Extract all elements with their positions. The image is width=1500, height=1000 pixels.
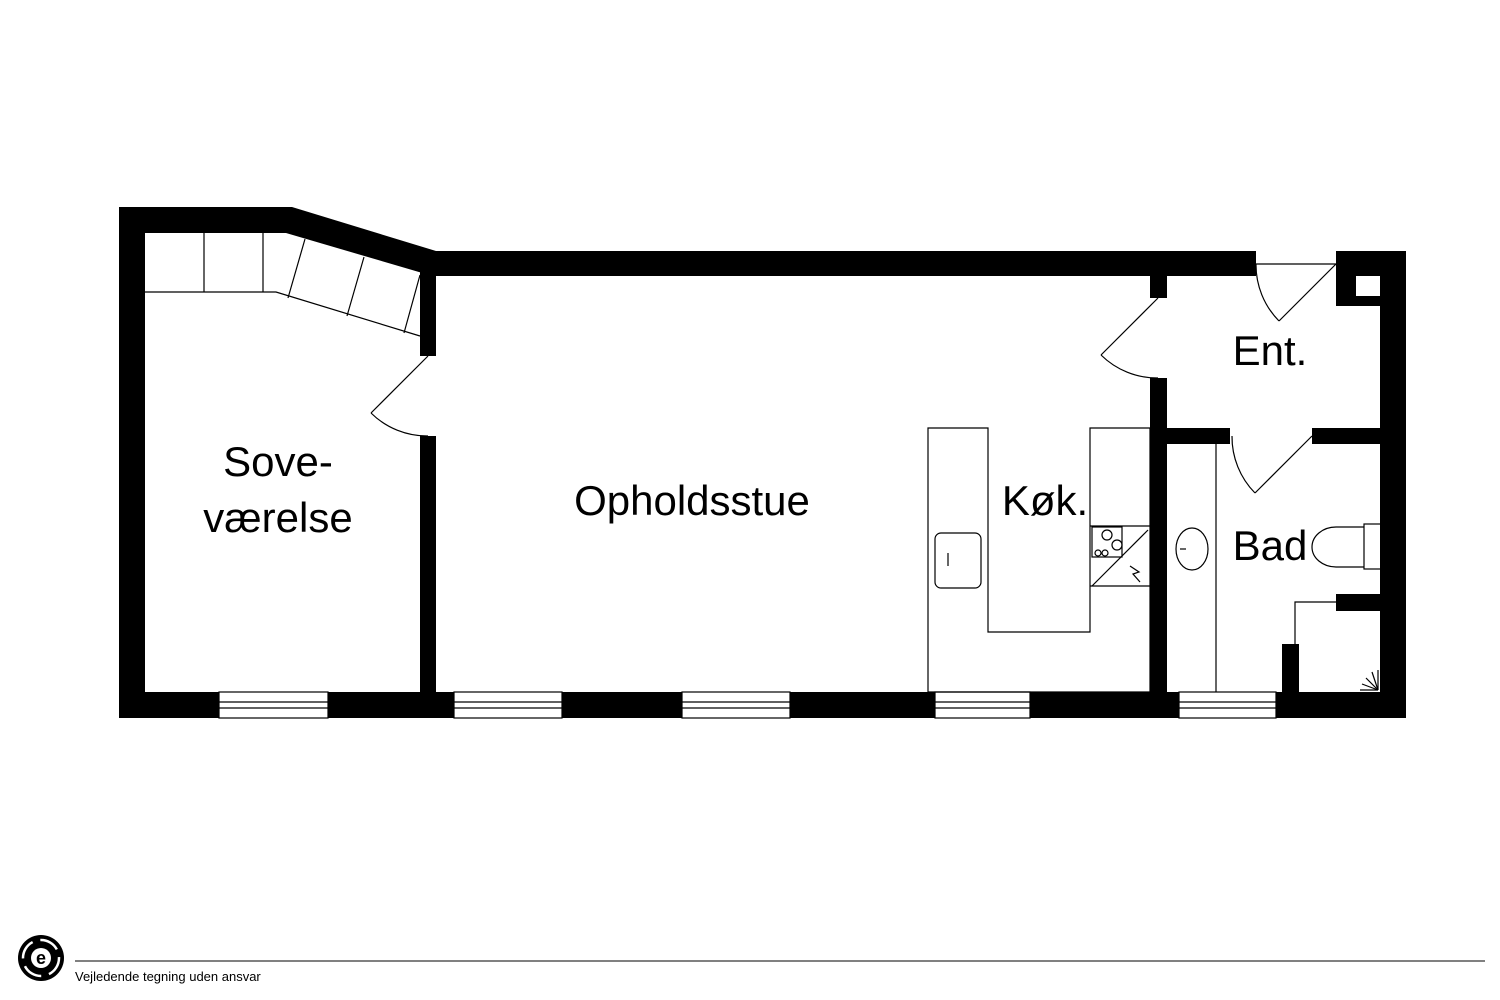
kitchen-counters [927,427,1151,693]
room-label-bedroom-line2: værelse [203,494,352,541]
bottom-wall-seg4 [790,692,935,718]
partition-bedroom-upper [420,251,436,356]
door-bedroom [370,355,429,437]
bath-sink [1175,527,1209,571]
outer-wall-top-slope [286,207,436,277]
partition-entrance-lower [1150,378,1167,706]
partition-bath-left [1150,428,1230,444]
outer-wall-right [1380,251,1406,718]
bottom-wall-seg3 [562,692,682,718]
bath-fixtures [1175,444,1382,692]
window-living-2 [681,691,791,719]
stove [1091,526,1149,587]
wardrobe [145,233,421,337]
kitchen-counter [927,427,1151,693]
partition-entrance-upper [1150,276,1167,298]
company-logo: e [18,935,64,981]
room-label-bath: Bad [1233,522,1308,569]
footer-disclaimer: Vejledende tegning uden ansvar [75,969,261,984]
outer-wall-top-left [119,207,292,233]
shower-wall-left [1282,644,1299,706]
outer-wall-left [119,207,145,718]
shower-drain [1360,670,1379,691]
window-living-1 [453,691,563,719]
duct-wall-left [1336,251,1356,306]
room-label-bedroom-line1: Sove- [223,438,333,485]
partition-bath-right [1312,428,1396,444]
bottom-wall-seg1 [119,692,219,718]
room-label-living: Opholdsstue [574,477,810,524]
logo-letter: e [36,948,46,968]
window-bath [1178,691,1277,719]
toilet [1311,523,1382,570]
partition-bedroom-lower [420,436,436,706]
door-front [1255,263,1337,322]
door-entrance-living [1100,297,1159,379]
window-bedroom [218,691,329,719]
room-label-kitchen: Køk. [1002,477,1088,524]
room-label-entrance: Ent. [1233,327,1308,374]
outer-wall-top-main [420,251,1256,276]
shower-wall-right [1336,594,1386,611]
kitchen-sink [934,532,982,589]
doors [370,263,1337,644]
window-kitchen [934,691,1031,719]
duct-wall-bottom [1336,296,1396,306]
door-bath [1231,435,1313,494]
shower-door [1294,601,1336,644]
walls [119,207,1406,718]
